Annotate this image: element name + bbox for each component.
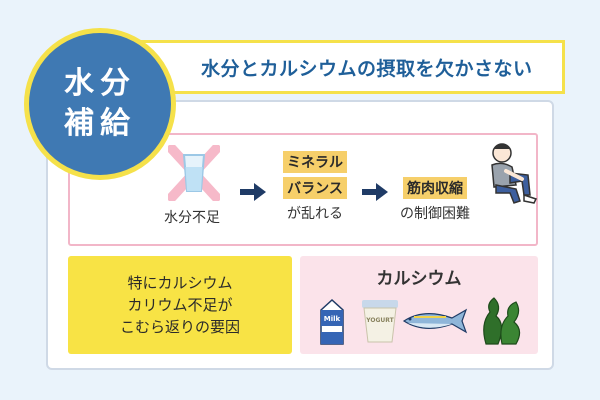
calcium-foods-box: カルシウム Milk YOGURT — [300, 256, 538, 354]
crossed-water-glass-icon — [168, 145, 220, 201]
step2-highlight2: バランス — [283, 177, 347, 199]
badge-line2: 補給 — [64, 106, 136, 141]
step-muscle-control: 筋肉収縮 の制御困難 — [380, 175, 490, 223]
cause-line3: こむら返りの要因 — [119, 318, 240, 336]
title-bar: 水分とカルシウムの摂取を欠かさない — [140, 40, 565, 94]
right-arrow-icon — [240, 183, 266, 201]
step2-highlight1: ミネラル — [283, 151, 347, 173]
yogurt-label: YOGURT — [365, 317, 394, 324]
cause-line2: カリウム不足が — [127, 296, 233, 314]
step3-label: の制御困難 — [400, 206, 470, 222]
yogurt-cup-icon: YOGURT — [362, 300, 398, 343]
milk-label: Milk — [324, 315, 341, 323]
milk-carton-icon: Milk — [320, 298, 344, 345]
cramping-person-icon — [491, 143, 538, 204]
fish-icon — [402, 308, 468, 334]
step-mineral-imbalance: ミネラル バランス が乱れる — [270, 149, 360, 223]
step1-label: 水分不足 — [164, 210, 220, 226]
cause-line1: 特にカルシウム — [127, 274, 233, 292]
hydration-badge: 水分 補給 — [24, 28, 176, 180]
step2-label: が乱れる — [287, 206, 343, 222]
seaweed-icon — [483, 297, 521, 345]
page-title: 水分とカルシウムの摂取を欠かさない — [201, 57, 533, 80]
cause-note: 特にカルシウム カリウム不足が こむら返りの要因 — [68, 256, 292, 354]
calcium-title: カルシウム — [376, 269, 462, 289]
right-arrow-icon — [362, 183, 388, 201]
badge-line1: 水分 — [64, 66, 136, 101]
step-water-shortage: 水分不足 — [152, 143, 232, 227]
step3-highlight: 筋肉収縮 — [403, 177, 467, 199]
